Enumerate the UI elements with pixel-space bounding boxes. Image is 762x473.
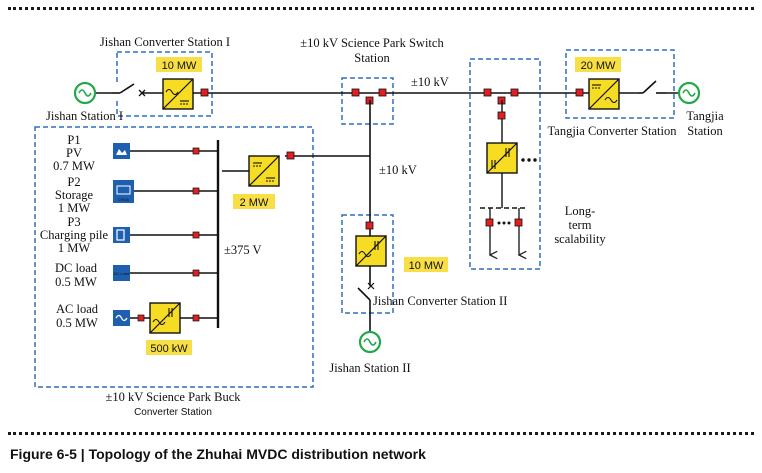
jishan-converter-1-rating: 10 MW bbox=[162, 60, 197, 72]
tangjia-station-label-line1: Tangjia bbox=[686, 109, 724, 123]
long-term-label-line2: term bbox=[569, 218, 592, 232]
jishan-converter-1-title: Jishan Converter Station I bbox=[100, 35, 230, 49]
tangjia-converter-rating-badge bbox=[575, 57, 621, 72]
breaker-switch-left bbox=[351, 88, 360, 97]
jishan-station-2-source-icon bbox=[358, 330, 382, 354]
jishan-converter-2-rating-badge bbox=[404, 257, 448, 272]
lv-bus-voltage-label: ±375 V bbox=[224, 243, 262, 257]
pv-icon bbox=[113, 143, 130, 159]
feeder-p3 bbox=[130, 231, 218, 239]
feeder-p2 bbox=[132, 187, 218, 195]
svg-text:DC Load: DC Load bbox=[114, 271, 130, 276]
ac-load-inverter-icon bbox=[149, 302, 181, 334]
tangjia-station-source-icon bbox=[677, 81, 701, 105]
jishan-2-ac-switch-icon bbox=[357, 282, 380, 308]
jishan-station-2-label: Jishan Station II bbox=[329, 361, 410, 375]
buck-dcdc-rating: 2 MW bbox=[240, 197, 269, 209]
jishan-converter-2-title: Jishan Converter Station II bbox=[373, 294, 507, 308]
buck-dcdc-rating-badge bbox=[233, 194, 275, 209]
breaker-conv2 bbox=[365, 221, 374, 230]
jishan-converter-1-rating-badge bbox=[156, 57, 202, 72]
load-p1-power: 0.7 MW bbox=[53, 159, 95, 173]
buck-dcdc-converter-icon bbox=[248, 155, 280, 187]
load-p3-type: Charging pile bbox=[40, 228, 109, 242]
breaker-ext-left bbox=[483, 88, 492, 97]
jishan-station-1-source-icon bbox=[73, 81, 97, 105]
ext-ellipsis-dots bbox=[521, 158, 537, 162]
jishan-converter-1-icon bbox=[162, 78, 194, 110]
ext-feeder-ellipsis-dots bbox=[497, 221, 511, 225]
switch-station-title-line2: Station bbox=[354, 51, 390, 65]
switch-station-box bbox=[341, 77, 394, 125]
charging-pile-icon bbox=[113, 227, 130, 243]
load-p3-name: P3 bbox=[67, 215, 80, 229]
breaker-switch-right bbox=[378, 88, 387, 97]
tangjia-converter-title: Tangjia Converter Station bbox=[548, 124, 678, 138]
breaker-tangjia bbox=[575, 88, 584, 97]
buck-converter-station-box bbox=[34, 126, 314, 388]
load-dc-power: 0.5 MW bbox=[55, 275, 97, 289]
bottom-dotted-rule bbox=[8, 432, 754, 435]
breaker-ext-right bbox=[510, 88, 519, 97]
jishan-1-ac-switch-icon bbox=[112, 83, 146, 101]
long-term-label-line1: Long- bbox=[565, 204, 596, 218]
breaker-ext-conv bbox=[497, 111, 506, 120]
dc-load-icon: DC Load bbox=[113, 265, 130, 281]
svg-text:CHINA: CHINA bbox=[118, 198, 130, 202]
load-ac-power: 0.5 MW bbox=[56, 316, 98, 330]
breaker-ext-feeder-left bbox=[485, 218, 494, 227]
buck-station-title-line1: ±10 kV Science Park Buck bbox=[105, 390, 241, 404]
feeder-voltage-label: ±10 kV bbox=[379, 163, 417, 177]
top-dotted-rule bbox=[8, 7, 754, 10]
load-p2-name: P2 bbox=[67, 175, 80, 189]
breaker-conv1 bbox=[200, 88, 209, 97]
tangjia-converter-rating: 20 MW bbox=[581, 60, 616, 72]
extension-converter-icon bbox=[486, 142, 518, 174]
figure-caption: Figure 6-5 | Topology of the Zhuhai MVDC… bbox=[10, 446, 426, 462]
jishan-converter-2-icon bbox=[355, 235, 387, 267]
long-term-scalability-box bbox=[469, 58, 541, 270]
storage-icon: CHINA bbox=[113, 180, 134, 203]
topology-diagram: CHINA DC Load Jishan Converter Station I… bbox=[34, 35, 724, 418]
jishan-converter-2-box bbox=[341, 214, 394, 314]
tangjia-station-label-line2: Station bbox=[687, 124, 723, 138]
feeder-dc-load bbox=[130, 269, 218, 277]
load-dc-name: DC load bbox=[55, 261, 98, 275]
load-p2-type: Storage bbox=[55, 188, 94, 202]
load-p1-type: PV bbox=[66, 146, 82, 160]
breaker-buck-hv bbox=[286, 151, 295, 160]
switch-station-title-line1: ±10 kV Science Park Switch bbox=[300, 36, 444, 50]
ac-load-inverter-rating: 500 kW bbox=[150, 343, 188, 355]
load-p3-power: 1 MW bbox=[58, 241, 90, 255]
feeder-p1 bbox=[130, 147, 218, 155]
tangjia-converter-icon bbox=[588, 78, 620, 110]
buck-station-title-line2: Converter Station bbox=[134, 407, 212, 418]
load-ac-name: AC load bbox=[56, 302, 99, 316]
jishan-station-1-label: Jishan Station I bbox=[46, 109, 123, 123]
load-p2-power: 1 MW bbox=[58, 201, 90, 215]
jishan-converter-2-rating: 10 MW bbox=[409, 260, 444, 272]
load-p1-name: P1 bbox=[67, 133, 80, 147]
main-bus-voltage-label: ±10 kV bbox=[411, 75, 449, 89]
long-term-label-line3: scalability bbox=[554, 232, 606, 246]
breaker-ext-feeder-right bbox=[514, 218, 523, 227]
ac-load-inverter-rating-badge bbox=[146, 340, 192, 355]
tangjia-ac-switch-icon bbox=[638, 80, 666, 99]
ac-load-icon bbox=[113, 310, 130, 326]
